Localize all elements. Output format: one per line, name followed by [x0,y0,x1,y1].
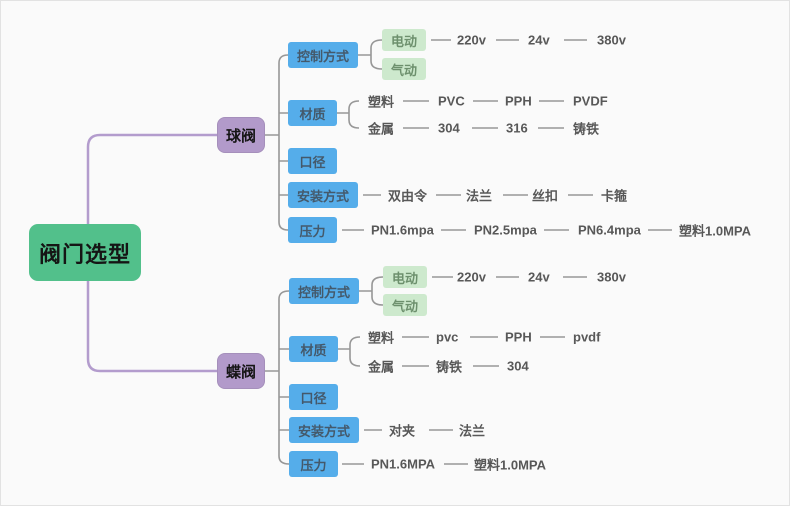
leaf-ball-metal-cast-iron[interactable]: 铸铁 [573,121,600,137]
leaf-ball-voltage-220v[interactable]: 220v [457,32,486,48]
leaf-ball-install-thread[interactable]: 丝扣 [532,188,559,204]
leaf-butterfly-pressure-pn16[interactable]: PN1.6MPA [371,456,436,472]
node-butterfly-valve[interactable]: 蝶阀 [217,353,265,389]
leaf-butterfly-pressure-plastic10[interactable]: 塑料1.0MPA [474,457,546,473]
node-butterfly-pneumatic[interactable]: 气动 [383,294,427,316]
leaf-ball-plastic-pvdf[interactable]: PVDF [573,93,608,109]
leaf-ball-pressure-pn16[interactable]: PN1.6mpa [371,222,434,238]
leaf-butterfly-plastic-pph[interactable]: PPH [505,329,532,345]
node-ball-electric[interactable]: 电动 [382,29,426,51]
node-butterfly-control-method[interactable]: 控制方式 [289,278,359,304]
leaf-ball-metal-316[interactable]: 316 [506,120,528,136]
leaf-ball-pressure-plastic10[interactable]: 塑料1.0MPA [679,223,751,239]
node-butterfly-pressure[interactable]: 压力 [289,451,338,477]
leaf-butterfly-voltage-380v[interactable]: 380v [597,269,626,285]
node-butterfly-material[interactable]: 材质 [289,336,338,362]
leaf-butterfly-voltage-24v[interactable]: 24v [528,269,550,285]
leaf-ball-plastic-pvc[interactable]: PVC [438,93,465,109]
node-ball-pressure[interactable]: 压力 [288,217,337,243]
leaf-butterfly-install-wafer[interactable]: 对夹 [389,423,416,439]
node-butterfly-electric[interactable]: 电动 [383,266,427,288]
leaf-ball-metal[interactable]: 金属 [368,121,395,137]
leaf-ball-install-clamp[interactable]: 卡箍 [601,188,628,204]
leaf-ball-voltage-24v[interactable]: 24v [528,32,550,48]
connector-ball-branch [265,39,672,231]
leaf-butterfly-install-flange[interactable]: 法兰 [459,423,486,439]
leaf-ball-plastic[interactable]: 塑料 [368,94,395,110]
leaf-ball-metal-304[interactable]: 304 [438,120,460,136]
node-ball-pneumatic[interactable]: 气动 [382,58,426,80]
leaf-ball-voltage-380v[interactable]: 380v [597,32,626,48]
leaf-ball-pressure-pn25[interactable]: PN2.5mpa [474,222,537,238]
node-ball-install-method[interactable]: 安装方式 [288,182,358,208]
leaf-butterfly-plastic-pvc[interactable]: pvc [436,329,459,345]
node-ball-material[interactable]: 材质 [288,100,337,126]
leaf-butterfly-voltage-220v[interactable]: 220v [457,269,486,285]
node-butterfly-diameter[interactable]: 口径 [289,384,338,410]
leaf-ball-install-union[interactable]: 双由令 [388,188,428,204]
connector-butterfly-branch [265,276,587,465]
leaf-butterfly-metal[interactable]: 金属 [368,359,395,375]
leaf-butterfly-metal-304[interactable]: 304 [507,358,529,374]
node-ball-diameter[interactable]: 口径 [288,148,337,174]
leaf-butterfly-plastic-pvdf[interactable]: pvdf [573,329,601,345]
node-butterfly-install-method[interactable]: 安装方式 [289,417,359,443]
node-ball-valve[interactable]: 球阀 [217,117,265,153]
node-root-valve-selection[interactable]: 阀门选型 [29,224,141,281]
leaf-ball-install-flange[interactable]: 法兰 [466,188,493,204]
leaf-butterfly-plastic[interactable]: 塑料 [368,330,395,346]
node-ball-control-method[interactable]: 控制方式 [288,42,358,68]
leaf-ball-plastic-pph[interactable]: PPH [505,93,532,109]
leaf-ball-pressure-pn64[interactable]: PN6.4mpa [578,222,641,238]
leaf-butterfly-metal-cast-iron[interactable]: 铸铁 [436,359,463,375]
